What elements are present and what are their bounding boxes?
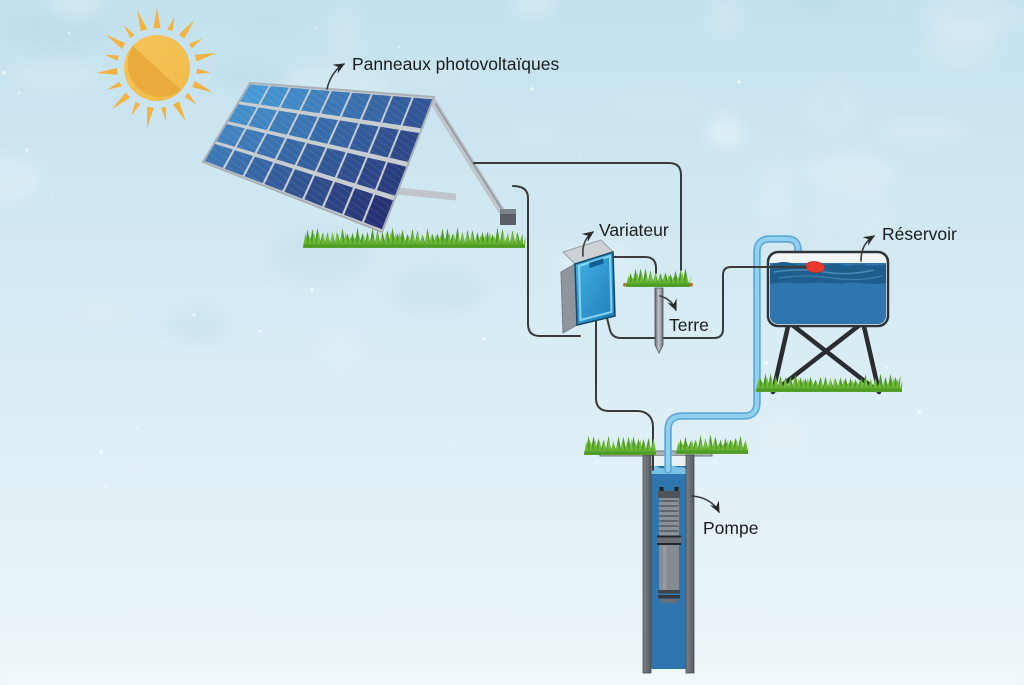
panels-label: Panneaux photovoltaïques	[352, 54, 559, 74]
reservoir	[766, 250, 890, 395]
sun	[96, 7, 217, 129]
panel-crossbar	[396, 187, 457, 201]
annotations: Panneaux photovoltaïques Variateur Terre…	[326, 54, 957, 538]
panels-label-arrow	[326, 63, 346, 90]
grass-patches	[303, 227, 903, 455]
ground-rod	[654, 287, 664, 354]
tank-label: Réservoir	[882, 224, 957, 244]
inverter-label-arrow	[581, 231, 594, 257]
ground-label: Terre	[669, 315, 709, 335]
inverter-slot	[589, 258, 604, 268]
wire-panel-to-earth	[473, 162, 682, 271]
panel-foot-top	[500, 209, 516, 214]
submersible-pump	[657, 487, 681, 603]
pump-ribs	[659, 500, 679, 532]
water-pipe	[664, 235, 802, 474]
sun-disc-shade	[127, 46, 181, 98]
panel-back-leg	[429, 98, 509, 220]
pump-body	[659, 545, 679, 592]
panel-hatch-overlay	[203, 83, 434, 232]
solar-panel-assembly	[201, 81, 516, 234]
pump-label-arrow	[691, 495, 720, 514]
inverter-front-face	[574, 250, 616, 326]
well-wall-left	[642, 454, 652, 674]
pump-power-cable	[595, 317, 654, 471]
wire-inverter-to-earth	[607, 256, 657, 274]
pump-top-cap	[658, 491, 680, 498]
inverter-label: Variateur	[599, 220, 669, 240]
sun-rays	[96, 7, 217, 129]
panel-foot	[500, 211, 516, 225]
panel-back-leg-edge	[434, 102, 509, 220]
inverter-front-border	[577, 254, 613, 322]
sky-texture	[0, 0, 1024, 449]
wire-panel-to-inverter	[512, 185, 581, 337]
pump-mid-band	[657, 536, 681, 545]
pump-label: Pompe	[703, 518, 758, 538]
tank-label-arrow	[860, 235, 876, 262]
ground-label-arrow	[659, 295, 677, 312]
well-wall-right	[685, 454, 695, 674]
wire-float-sensor	[606, 266, 807, 339]
inverter-box	[560, 239, 616, 334]
